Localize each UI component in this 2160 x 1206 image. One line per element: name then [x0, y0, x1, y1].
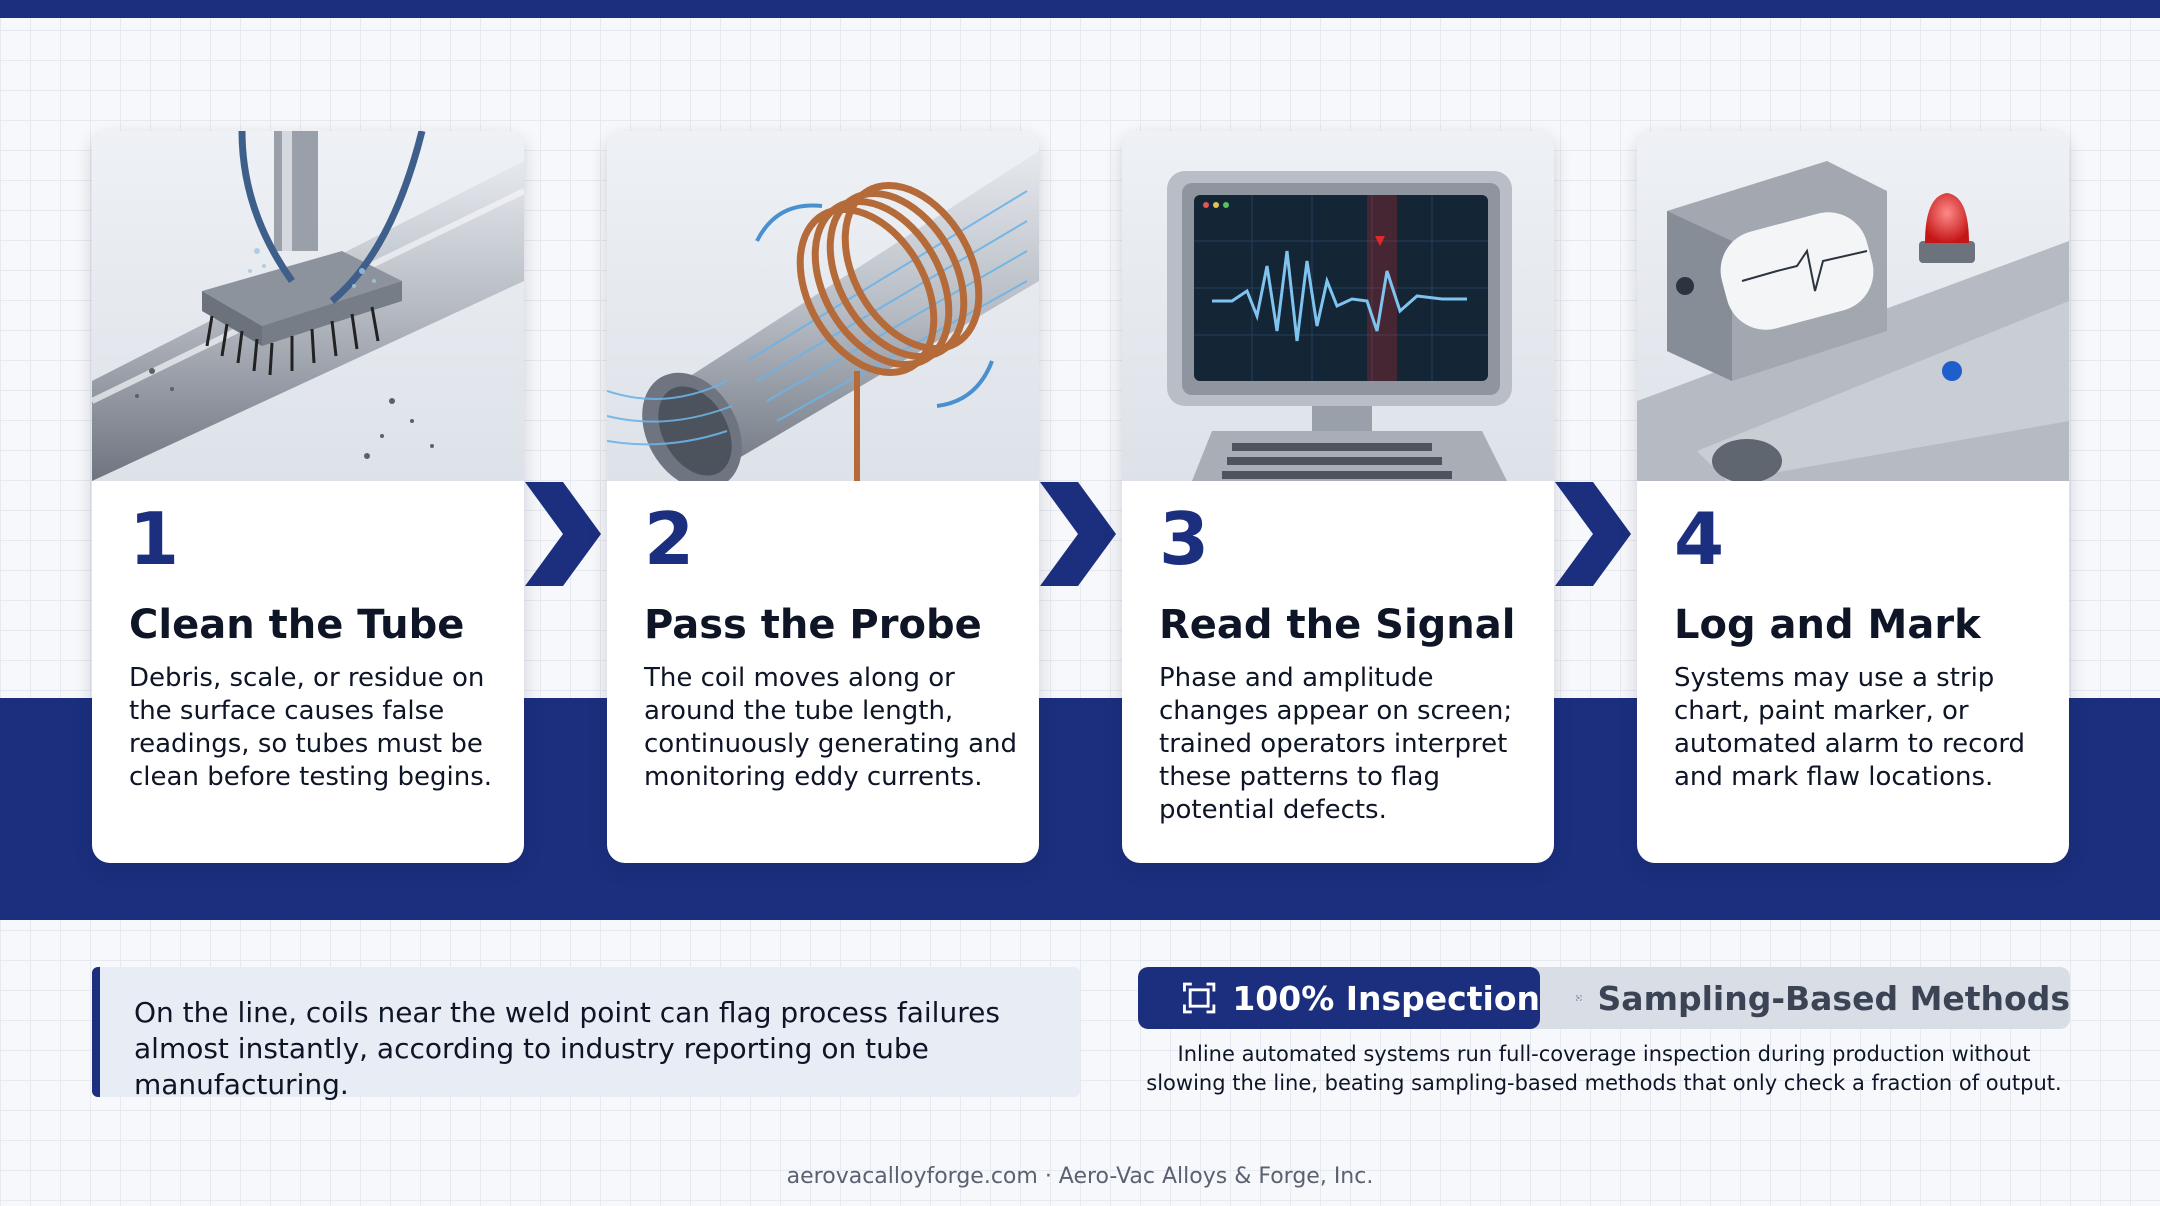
step-number: 1: [129, 497, 180, 581]
footer-credit: aerovacalloyforge.com · Aero-Vac Alloys …: [786, 1164, 1374, 1189]
step-title: Log and Mark: [1674, 602, 1981, 648]
step-title: Clean the Tube: [129, 602, 465, 648]
signal-monitor-illustration: [1122, 131, 1554, 481]
top-accent-bar: [0, 0, 2160, 18]
comparison-description: Inline automated systems run full-covera…: [1146, 1042, 2062, 1095]
step-description: Debris, scale, or residue on the surface…: [129, 663, 493, 792]
chevron-right-icon: [1040, 482, 1116, 586]
step-number: 4: [1674, 497, 1725, 581]
step-title: Read the Signal: [1159, 602, 1516, 648]
sampling-option[interactable]: Sampling-Based Methods: [1540, 967, 2070, 1029]
step-card-2: 2 Pass the Probe The coil moves along or…: [607, 131, 1039, 863]
partial-scan-icon: [1576, 995, 1582, 1001]
strip-chart-alarm-illustration: [1637, 131, 2069, 481]
step-title: Pass the Probe: [644, 602, 982, 648]
full-inspection-label: 100% Inspection: [1232, 978, 1540, 1018]
chevron-right-icon: [1555, 482, 1631, 586]
step-description: Systems may use a strip chart, paint mar…: [1674, 663, 2026, 792]
step-number: 3: [1159, 497, 1210, 581]
weld-point-note: On the line, coils near the weld point c…: [92, 967, 1080, 1101]
inspection-comparison-toggle: 100% Inspection Sampling-Based Methods: [1138, 967, 2070, 1029]
probe-coil-illustration: [607, 131, 1039, 481]
sampling-label: Sampling-Based Methods: [1597, 978, 2070, 1018]
full-inspection-option[interactable]: 100% Inspection: [1138, 967, 1540, 1029]
step-card-4: 4 Log and Mark Systems may use a strip c…: [1637, 131, 2069, 863]
scan-frame-icon: [1183, 982, 1216, 1014]
step-card-3: 3 Read the Signal Phase and amplitude ch…: [1122, 131, 1554, 863]
tube-cleaning-illustration: [92, 131, 524, 481]
step-description: Phase and amplitude changes appear on sc…: [1159, 663, 1513, 825]
step-card-1: 1 Clean the Tube Debris, scale, or resid…: [92, 131, 524, 863]
step-number: 2: [644, 497, 695, 581]
chevron-right-icon: [525, 482, 601, 586]
step-description: The coil moves along or around the tube …: [644, 663, 1018, 792]
